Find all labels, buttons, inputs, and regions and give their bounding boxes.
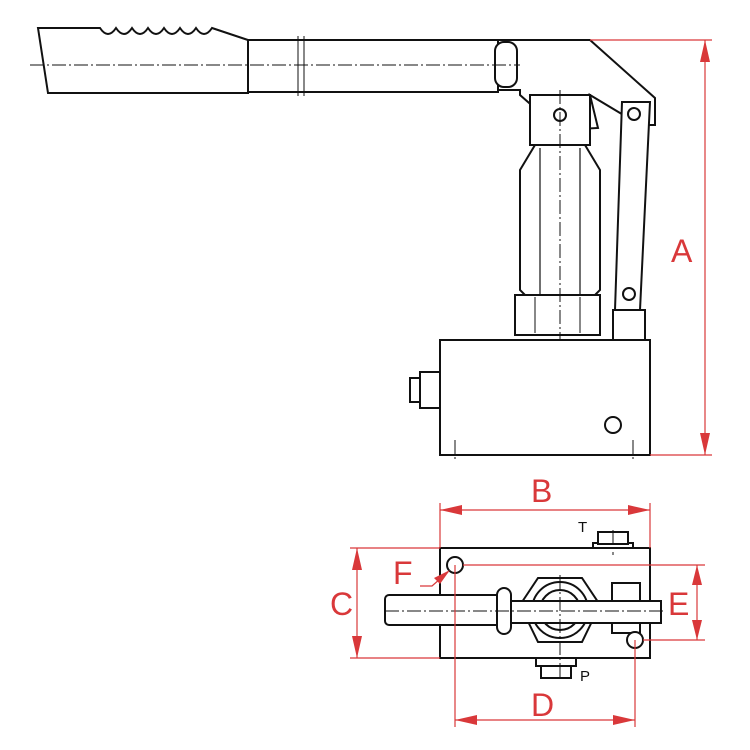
port-p-fitting: [535, 657, 577, 667]
port-p-label: P: [580, 668, 590, 685]
side-fitting: [409, 371, 441, 409]
dimension-c-label: C: [330, 586, 353, 622]
link-pin-bottom: [622, 287, 636, 301]
dimension-e: E: [463, 564, 705, 641]
pump-body-block: [439, 339, 651, 456]
dimension-f: F: [393, 555, 450, 591]
dimension-d-label: D: [531, 687, 554, 723]
handle-tube: [247, 39, 499, 93]
port-t-label: T: [578, 519, 587, 536]
dimension-c: C: [330, 547, 440, 659]
link-bar: [613, 101, 652, 311]
dimension-d: D: [454, 565, 636, 727]
dimension-a-label: A: [671, 233, 693, 269]
top-view: T P: [384, 519, 665, 685]
handle-grip: [36, 26, 249, 94]
dimension-e-label: E: [668, 586, 689, 622]
link-pin-top: [627, 107, 641, 121]
dimension-a: A: [590, 39, 712, 456]
dimension-f-label: F: [393, 555, 413, 591]
handle-tube-top: [384, 594, 506, 626]
mounting-hole: [604, 416, 622, 434]
side-view: [30, 26, 656, 462]
dimension-b: B: [439, 473, 651, 548]
dimension-b-label: B: [531, 473, 552, 509]
